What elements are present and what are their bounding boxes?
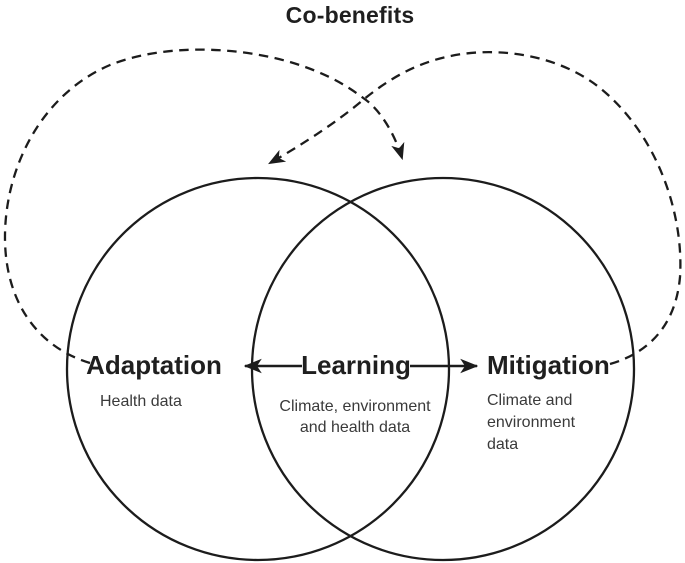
co-benefit-loop-adaptation-to-mitigation-curve [3,48,405,365]
mitigation-label: Mitigation [487,350,610,380]
mitigation-sublabel-line3: data [487,436,519,453]
learning-label: Learning [301,350,411,380]
mitigation-sublabel-line1: Climate and [487,392,573,409]
adaptation-sublabel: Health data [100,393,182,410]
diagram-title: Co-benefits [285,2,415,28]
co-benefit-loop-mitigation-to-adaptation-curve [268,51,682,366]
mitigation-sublabel-line2: environment [487,414,576,431]
learning-sublabel: Climate, environment and health data [279,396,430,438]
learning-sublabel-line2: and health data [299,419,411,436]
mitigation-sublabel: Climate and environment data [487,390,575,456]
learning-sublabel-line1: Climate, environment [279,398,431,415]
adaptation-circle [65,176,451,562]
adaptation-label: Adaptation [86,350,222,380]
